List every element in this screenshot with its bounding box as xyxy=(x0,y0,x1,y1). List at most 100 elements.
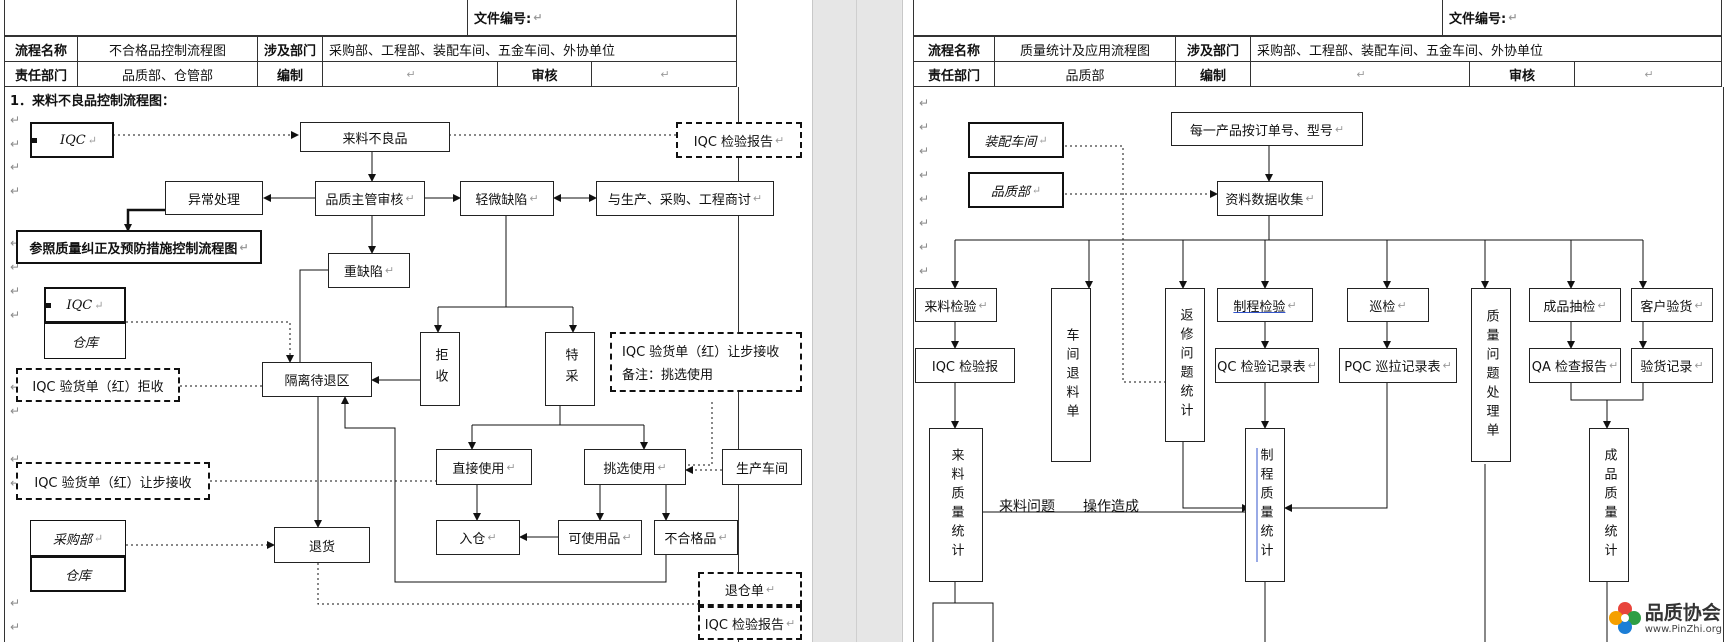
qa-review-label: 品质主管审核 xyxy=(325,193,404,208)
pqc-record-box: PQC 巡拉记录表↵ xyxy=(1339,348,1457,383)
reject-label: 拒收 xyxy=(432,348,448,390)
order-model-box: 每一产品按订单号、型号↵ xyxy=(1171,112,1363,146)
quality-issue-slip-label: 质量问题处理单 xyxy=(1483,308,1499,442)
paragraph-mark: ↵ xyxy=(10,380,20,394)
paragraph-mark: ↵ xyxy=(1397,298,1407,312)
exception-label: 异常处理 xyxy=(187,192,240,208)
warehouse-in-box: 入仓↵ xyxy=(436,520,520,555)
usable-label: 可使用品 xyxy=(568,532,621,547)
patrol-inspection-label: 巡检 xyxy=(1369,299,1396,315)
iqc-top-box: IQC↵ xyxy=(30,122,114,158)
paragraph-mark: ↵ xyxy=(10,160,21,174)
warehouse-bottom-label: 仓库 xyxy=(64,568,91,584)
paragraph-mark: ↵ xyxy=(718,531,728,544)
compile-cell: ↵ xyxy=(322,61,498,87)
special-use-label: 特采 xyxy=(562,348,578,390)
logo-name: 品质协会 xyxy=(1644,601,1721,624)
incoming-quality-stats-box: 来料质量统计 xyxy=(929,428,983,582)
paragraph-mark: ↵ xyxy=(1694,359,1704,372)
review-cell: ↵ xyxy=(1574,61,1722,87)
review-label: 审核 xyxy=(531,68,558,84)
doc-number-cell: 文件编号:↵ xyxy=(467,0,737,36)
quality-dept-box: 品质部↵ xyxy=(968,172,1064,208)
process-name-cell: 不合格品控制流程图 xyxy=(77,36,258,62)
incoming-quality-stats-label: 来料质量统计 xyxy=(948,448,964,562)
process-quality-stats-box: 制程质量统计 xyxy=(1245,428,1285,582)
process-name: 不合格品控制流程图 xyxy=(108,43,226,59)
minor-defect-box: 轻微缺陷↵ xyxy=(460,181,554,216)
exception-box: 异常处理 xyxy=(165,181,263,215)
paragraph-mark: ↵ xyxy=(384,264,395,277)
review-cell: ↵ xyxy=(591,61,737,87)
resp-cell: 品质部 xyxy=(994,61,1176,87)
quality-dept-label: 品质部 xyxy=(990,184,1030,200)
corrective-ref-box: 参照质量纠正及预防措施控制流程图↵ xyxy=(16,230,262,264)
bullet-marker xyxy=(32,138,37,143)
paragraph-mark: ↵ xyxy=(919,192,930,206)
depts-value: 采购部、工程部、装配车间、五金车间、外协单位 xyxy=(329,43,616,59)
return-slip-box: 退仓单↵ xyxy=(698,572,802,606)
assembly-workshop-box: 装配车间↵ xyxy=(968,122,1064,158)
major-defect-label: 重缺陷 xyxy=(343,265,383,280)
paragraph-mark: ↵ xyxy=(765,582,776,596)
paragraph-mark: ↵ xyxy=(919,240,930,254)
process-name: 质量统计及应用流程图 xyxy=(1019,43,1150,59)
paragraph-mark: ↵ xyxy=(1038,133,1048,147)
resp-value: 品质部 xyxy=(1065,68,1105,84)
process-inspection-box: 制程检验↵ xyxy=(1217,288,1313,322)
workshop-return-slip-box: 车间退料单 xyxy=(1051,288,1091,462)
iqc-mid-box: IQC↵ xyxy=(44,287,126,323)
paragraph-mark: ↵ xyxy=(919,168,930,182)
inspection-record-label: 验货记录 xyxy=(1640,360,1693,375)
paragraph-mark: ↵ xyxy=(1597,298,1607,312)
warehouse-mid-box: 仓库 xyxy=(44,323,126,359)
finished-sampling-box: 成品抽检↵ xyxy=(1529,288,1621,322)
review-label-cell: 审核 xyxy=(497,61,592,87)
right-page: 文件编号:↵ 流程名称 质量统计及应用流程图 涉及部门 采购部、工程部、装配车间… xyxy=(902,0,1727,642)
sort-use-box: 挑选使用↵ xyxy=(584,449,686,485)
depts-label-cell: 涉及部门 xyxy=(1175,36,1251,62)
negotiate-box: 与生产、采购、工程商讨↵ xyxy=(596,181,774,216)
reject-box: 拒收 xyxy=(420,332,460,406)
process-name-label-cell: 流程名称 xyxy=(913,36,995,62)
compile-label: 编制 xyxy=(276,68,303,84)
patrol-inspection-box: 巡检↵ xyxy=(1347,288,1429,322)
qc-record-label: QC 检验记录表 xyxy=(1217,360,1306,375)
isolation-zone-box: 隔离待退区 xyxy=(262,362,372,397)
iqc-reject-slip-box: IQC 验货单（红）拒收 xyxy=(16,368,180,402)
logo-flower-icon xyxy=(1608,602,1641,634)
paragraph-mark: ↵ xyxy=(1334,122,1345,136)
iqc-concession-slip-box: IQC 验货单（红）让步接收 xyxy=(16,462,210,500)
incoming-problem-label: 来料问题 xyxy=(999,499,1055,515)
paragraph-mark: ↵ xyxy=(10,452,21,466)
paragraph-mark: ↵ xyxy=(1694,298,1704,312)
depts-cell: 采购部、工程部、装配车间、五金车间、外协单位 xyxy=(322,36,737,62)
paragraph-mark: ↵ xyxy=(1644,67,1654,81)
return-goods-box: 退货 xyxy=(274,527,370,563)
major-defect-box: 重缺陷↵ xyxy=(328,253,410,288)
paragraph-mark: ↵ xyxy=(10,137,21,151)
incoming-defect-label: 来料不良品 xyxy=(342,131,408,147)
corrective-ref-label: 参照质量纠正及预防措施控制流程图 xyxy=(29,241,238,257)
header-blank-cell xyxy=(4,0,468,36)
iqc-report-bottom-label: IQC 检验报告 xyxy=(704,617,785,633)
compile-label-cell: 编制 xyxy=(1175,61,1251,87)
minor-defect-label: 轻微缺陷 xyxy=(475,193,528,208)
sort-use-label: 挑选使用 xyxy=(603,461,656,477)
paragraph-mark: ↵ xyxy=(10,260,21,274)
paragraph-mark: ↵ xyxy=(506,460,516,474)
paragraph-mark: ↵ xyxy=(87,133,97,147)
resp-label-cell: 责任部门 xyxy=(4,61,78,87)
direct-use-label: 直接使用 xyxy=(452,461,505,477)
incoming-inspection-box: 来料检验↵ xyxy=(915,288,997,322)
concession-note-line2: 备注：挑选使用 xyxy=(622,368,714,383)
process-name-label-cell: 流程名称 xyxy=(4,36,78,62)
paragraph-mark: ↵ xyxy=(775,133,785,147)
paragraph-mark: ↵ xyxy=(10,184,21,198)
header-blank-cell xyxy=(913,0,1443,36)
assembly-workshop-label: 装配车间 xyxy=(984,134,1037,150)
iqc-concession-slip-label: IQC 验货单（红）让步接收 xyxy=(34,475,192,491)
paragraph-mark: ↵ xyxy=(919,216,930,230)
paragraph-mark: ↵ xyxy=(406,67,416,81)
paragraph-mark: ↵ xyxy=(10,113,21,127)
